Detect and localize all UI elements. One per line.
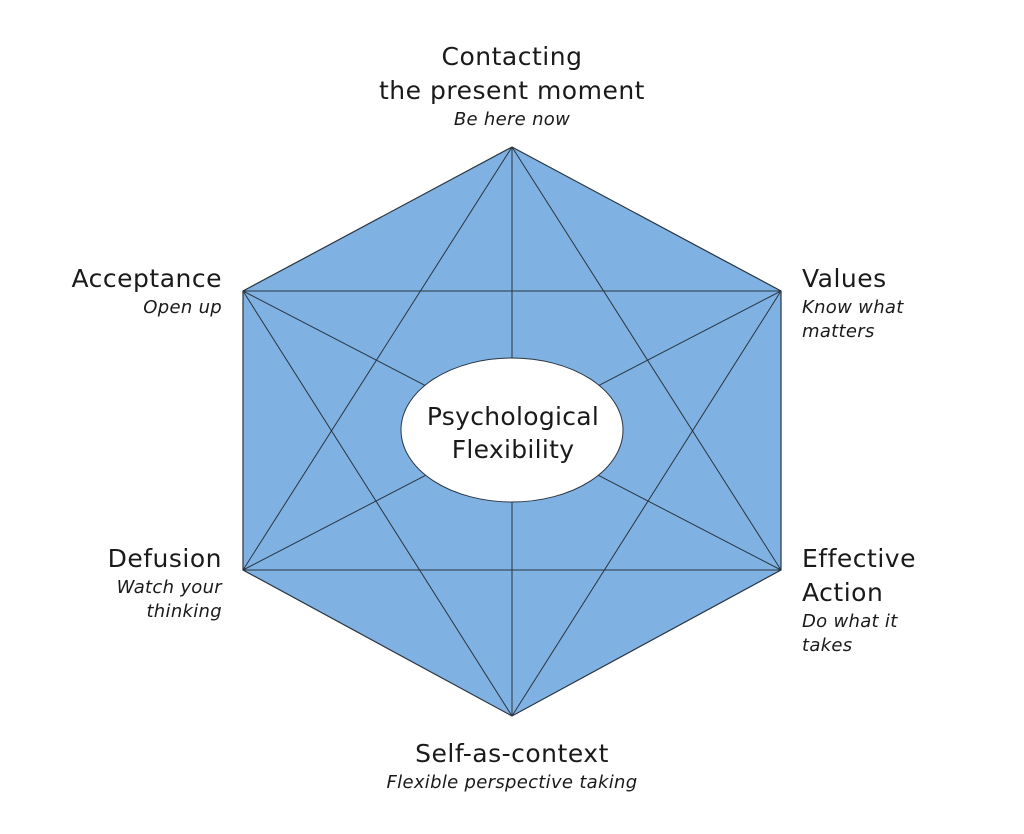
line-leftupper-bottom [242, 290, 513, 717]
node-subtitle: thinking [146, 601, 222, 622]
node-effective-action: Effective Action Do what it takes [802, 542, 916, 658]
node-title-line: Action [802, 578, 884, 607]
node-values: Values Know what matters [802, 262, 904, 344]
center-ellipse [400, 357, 624, 503]
node-subtitle: Be here now [453, 109, 571, 130]
line-top-leftlower [242, 146, 513, 571]
center-label: Psychological Flexibility [402, 400, 624, 466]
node-title-line: Self-as-context [415, 739, 609, 768]
node-subtitle: takes [802, 635, 853, 656]
center-label-line-1: Psychological [426, 402, 600, 431]
node-subtitle: Watch your [116, 577, 222, 598]
node-subtitle: matters [802, 321, 875, 342]
node-title-line: the present moment [379, 76, 645, 105]
node-title-line: Defusion [107, 544, 222, 573]
node-present-moment: Contacting the present moment Be here no… [312, 40, 712, 132]
node-subtitle: Open up [143, 297, 222, 318]
node-title-line: Effective [802, 544, 916, 573]
node-acceptance: Acceptance Open up [72, 262, 223, 320]
node-self-as-context: Self-as-context Flexible perspective tak… [312, 737, 712, 795]
node-subtitle: Do what it [802, 611, 898, 632]
node-defusion: Defusion Watch your thinking [108, 542, 222, 624]
line-rightupper-bottom [511, 290, 782, 717]
node-subtitle: Flexible perspective taking [386, 772, 638, 793]
node-title-line: Acceptance [71, 264, 222, 293]
center-label-line-2: Flexibility [451, 435, 575, 464]
line-top-rightlower [511, 146, 782, 571]
node-title-line: Contacting [441, 42, 583, 71]
node-title-line: Values [802, 264, 887, 293]
node-subtitle: Know what [802, 297, 904, 318]
